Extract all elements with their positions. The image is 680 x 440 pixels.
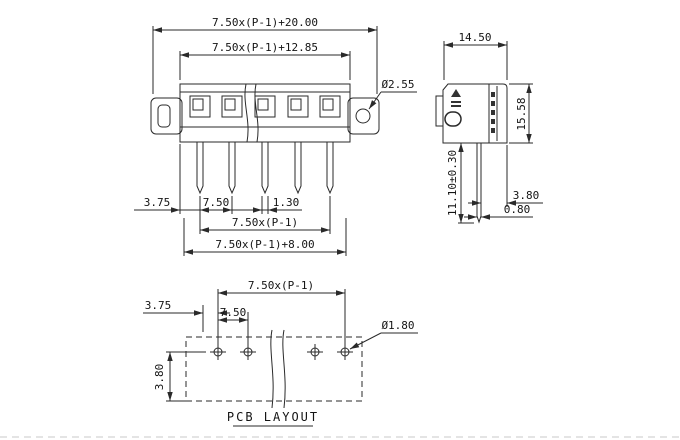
dim-front-flange: 7.50x(P-1)+12.85 (212, 41, 318, 54)
side-solder-pin (476, 143, 482, 224)
molded-marking (451, 105, 461, 107)
front-view-outline (150, 83, 380, 195)
molded-marking-column (491, 92, 495, 133)
dim-front-pin-width: 1.30 (273, 196, 300, 209)
side-slot (444, 111, 462, 127)
pcb-layout-outline (185, 329, 363, 409)
contact-windows (189, 95, 341, 118)
dim-pcb-span: 7.50x(P-1) (248, 279, 314, 292)
dim-front-span-total: 7.50x(P-1)+8.00 (215, 238, 314, 251)
front-view-dimensions: 7.50x(P-1)+20.00 7.50x(P-1)+12.85 Ø2.55 … (134, 16, 417, 256)
molded-triangle-icon (451, 89, 461, 97)
break-line (254, 83, 259, 143)
pcb-holes (210, 344, 353, 360)
housing-body (179, 83, 351, 143)
dim-front-overall: 7.50x(P-1)+20.00 (212, 16, 318, 29)
side-view-dimensions: 14.50 15.58 11.10±0.30 3.80 0.80 (443, 31, 543, 224)
left-mounting-ear (150, 97, 183, 135)
pcb-layout-dimensions: 7.50x(P-1) 3.75 7.50 Ø1.80 3.80 PCB LAYO… (143, 279, 418, 427)
side-latch (435, 95, 443, 127)
break-line (270, 329, 274, 409)
pcb-footprint-outline (185, 336, 363, 402)
dim-side-pin-thickness: 0.80 (504, 203, 531, 216)
dim-side-offset: 3.80 (513, 189, 540, 202)
dim-pcb-hole-dia: Ø1.80 (381, 319, 414, 332)
dim-pcb-pitch: 7.50 (220, 306, 247, 319)
dim-side-depth: 14.50 (458, 31, 491, 44)
pcb-layout-title: PCB LAYOUT (227, 410, 319, 424)
solder-pins (196, 142, 334, 195)
break-line (282, 329, 286, 409)
molded-marking (451, 101, 461, 103)
dim-side-height: 15.58 (515, 97, 528, 130)
dim-pcb-margin: 3.75 (145, 299, 172, 312)
right-mounting-ear (347, 97, 380, 135)
dim-front-hole-dia: Ø2.55 (381, 78, 414, 91)
dim-front-pitch: 7.50 (203, 196, 230, 209)
side-view-outline (435, 83, 508, 224)
dim-front-span: 7.50x(P-1) (232, 216, 298, 229)
break-line (244, 83, 249, 143)
right-ear-hole (355, 108, 371, 124)
dim-front-margin: 3.75 (144, 196, 171, 209)
dim-side-pin-length: 11.10±0.30 (446, 150, 459, 216)
side-housing (442, 83, 508, 144)
dim-pcb-row: 3.80 (153, 364, 166, 391)
left-ear-slot (157, 104, 171, 128)
